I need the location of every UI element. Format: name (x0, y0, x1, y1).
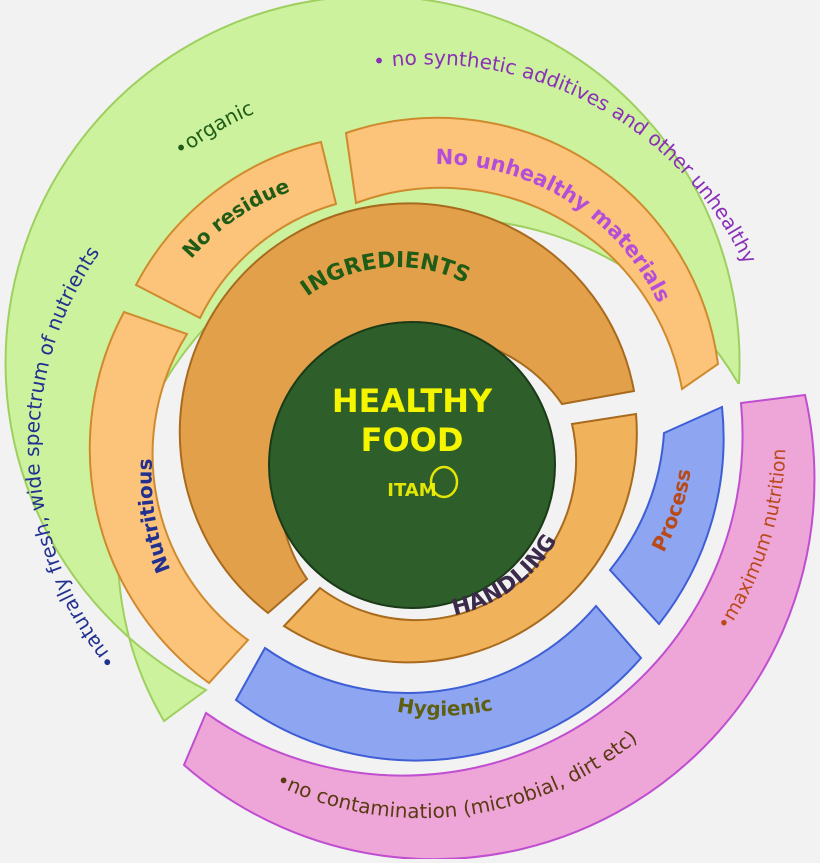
middle-ring-nutritious-segment (88, 310, 250, 685)
center-title-line2: FOOD (361, 421, 464, 459)
middle-ring-process-segment (608, 405, 725, 626)
middle-ring-no-unhealthy-segment (344, 116, 720, 391)
logo-text: ITAM (387, 480, 436, 501)
inner-ring-handling-segment (282, 412, 638, 664)
outer-ring-pink-segment (182, 393, 816, 861)
middle-ring-no-residue-segment (134, 140, 338, 320)
itam-logo: ITAM (387, 465, 459, 501)
middle-ring-hygienic-segment (234, 604, 643, 762)
center-circle (268, 321, 556, 609)
center-title-line1: HEALTHY (332, 382, 493, 420)
